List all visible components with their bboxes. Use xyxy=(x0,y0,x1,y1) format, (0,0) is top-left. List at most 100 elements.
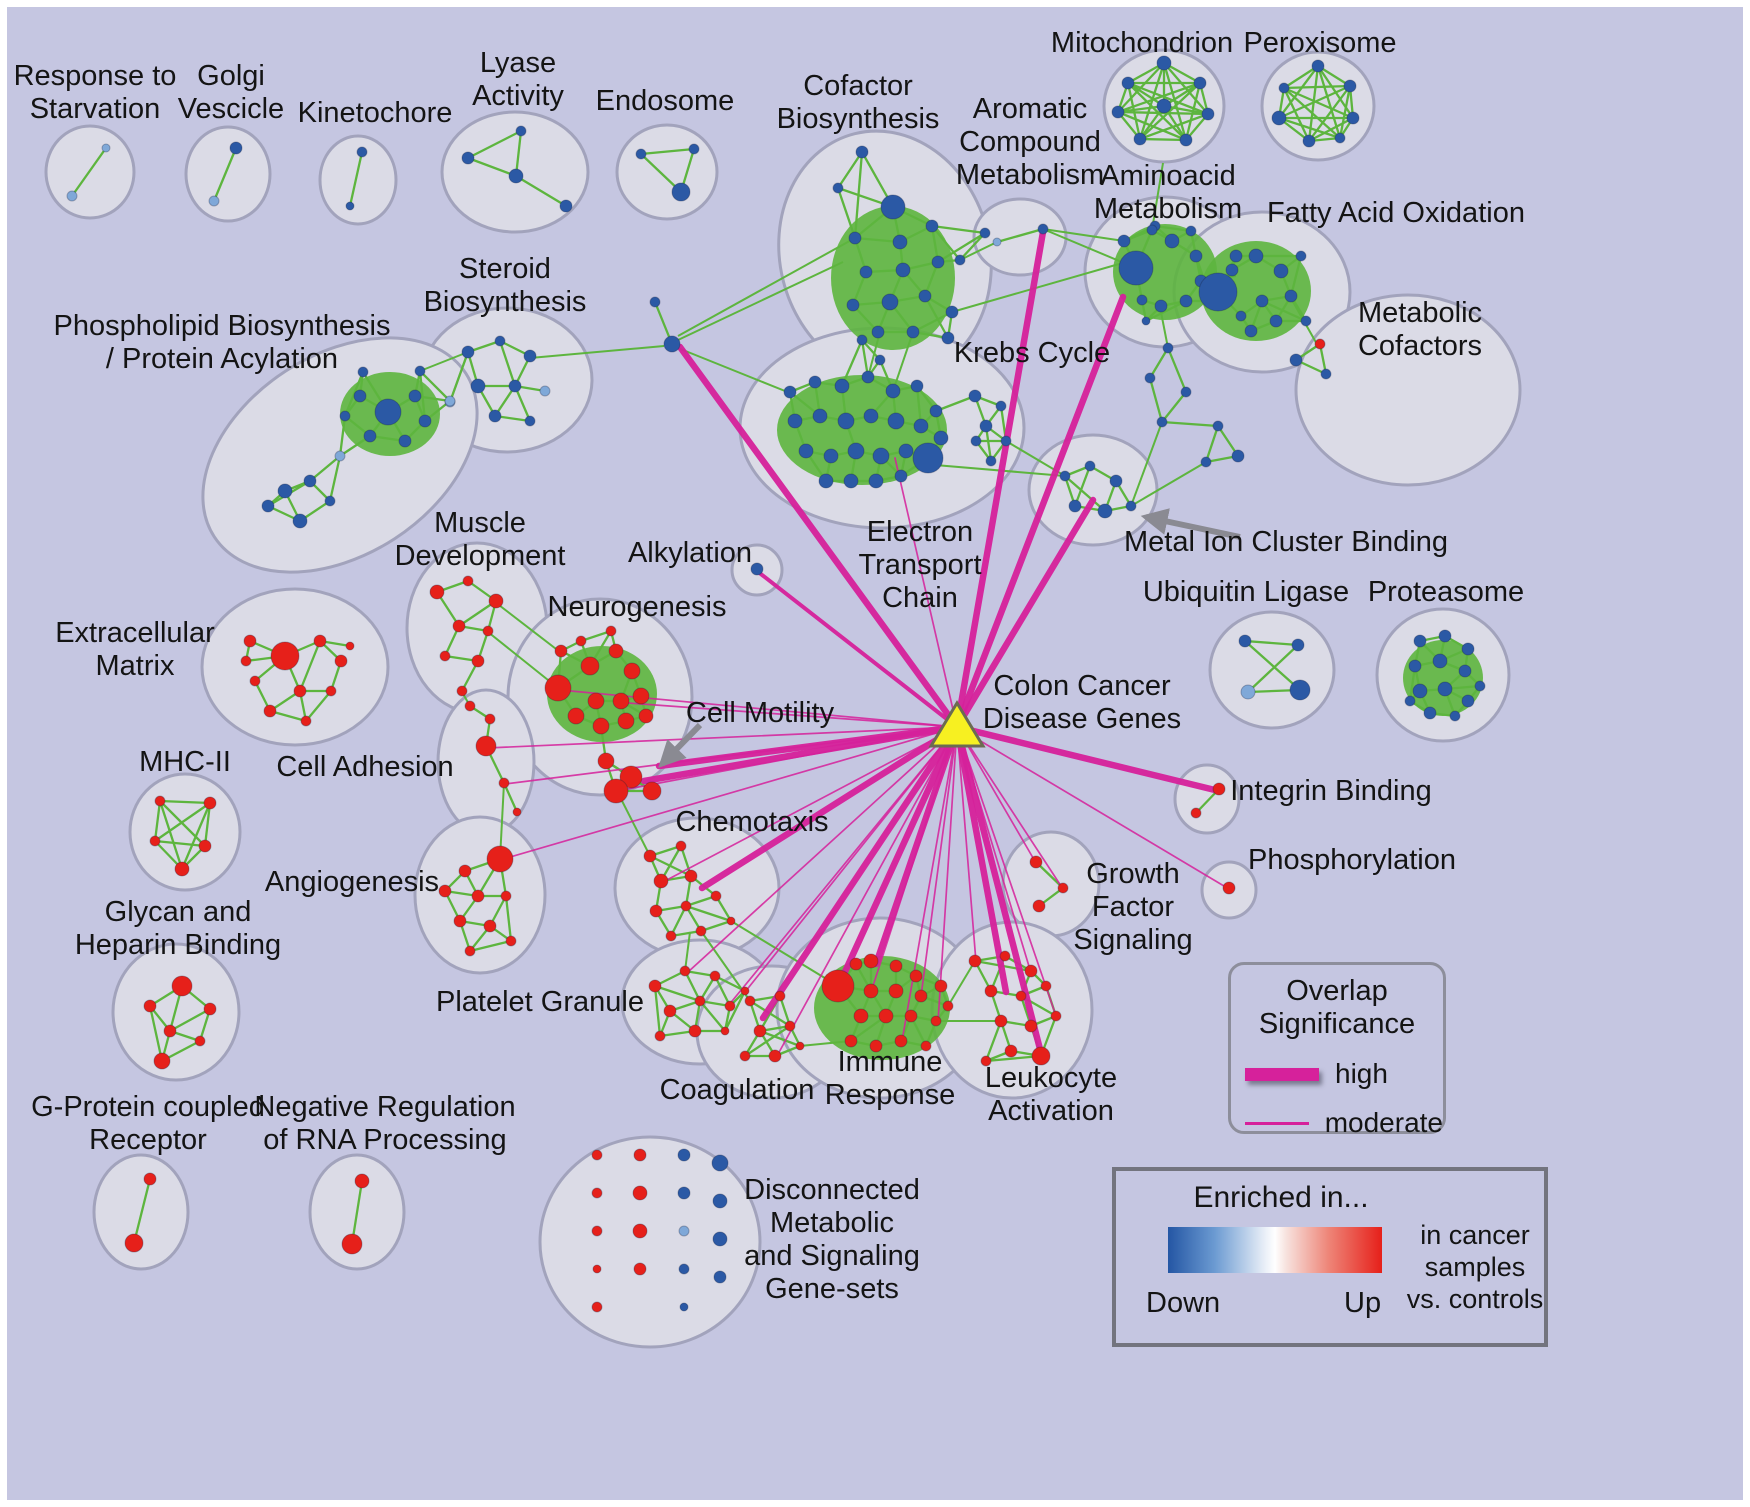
node-disconnected-gene-sets[interactable] xyxy=(591,1187,603,1199)
node-leukocyte-activation[interactable] xyxy=(1024,964,1038,978)
node-mhc-ii[interactable] xyxy=(203,796,217,810)
node-platelet-granule[interactable] xyxy=(720,1026,730,1036)
node-platelet-granule[interactable] xyxy=(724,1000,736,1012)
node-neurogenesis[interactable] xyxy=(619,765,643,789)
node-electron-transport-chain[interactable] xyxy=(847,442,865,460)
node-endosome[interactable] xyxy=(635,148,647,160)
node-leukocyte-activation[interactable] xyxy=(1015,990,1027,1002)
node-peroxisome[interactable] xyxy=(1278,82,1290,94)
node-disconnected-gene-sets[interactable] xyxy=(633,1262,647,1276)
node-immune-response[interactable] xyxy=(844,1034,858,1048)
node-disconnected-gene-sets[interactable] xyxy=(712,1193,728,1209)
node-coagulation[interactable] xyxy=(784,1020,796,1032)
node-phospholipid-biosynthesis[interactable] xyxy=(353,389,367,403)
node-leukocyte-activation[interactable] xyxy=(1004,1044,1018,1058)
node-neurogenesis[interactable] xyxy=(554,644,568,658)
node-aminoacid-metabolism[interactable] xyxy=(1164,233,1180,249)
node-angiogenesis[interactable] xyxy=(500,890,512,902)
node-proteasome[interactable] xyxy=(1458,664,1472,678)
node-mitochondrion[interactable] xyxy=(1156,55,1172,71)
node-immune-response[interactable] xyxy=(821,969,855,1003)
node-mitochondrion[interactable] xyxy=(1179,133,1193,147)
node-proteasome[interactable] xyxy=(1474,680,1486,692)
node-immune-response[interactable] xyxy=(889,959,903,973)
node-electron-transport-chain[interactable] xyxy=(783,385,797,399)
node-g-protein-coupled-receptor[interactable] xyxy=(143,1172,157,1186)
node-neurogenesis[interactable] xyxy=(567,707,585,725)
node-leukocyte-activation[interactable] xyxy=(968,954,982,968)
node-leukocyte-activation[interactable] xyxy=(994,1014,1008,1028)
node-cofactor-biosynthesis[interactable] xyxy=(832,182,844,194)
node-electron-transport-chain[interactable] xyxy=(933,430,949,446)
node-coagulation[interactable] xyxy=(753,1024,767,1038)
node-platelet-granule[interactable] xyxy=(709,970,721,982)
node-chemotaxis[interactable] xyxy=(675,840,687,852)
node-immune-response[interactable] xyxy=(849,957,863,971)
node-steroid-biosynthesis[interactable] xyxy=(508,379,522,393)
node-extracellular-matrix[interactable] xyxy=(263,704,277,718)
node-angiogenesis[interactable] xyxy=(483,919,497,933)
node-negative-regulation-rna[interactable] xyxy=(354,1173,370,1189)
node-fatty-acid-oxidation[interactable] xyxy=(1198,272,1238,312)
node-phospholipid-biosynthesis[interactable] xyxy=(277,483,293,499)
node-fatty-acid-oxidation[interactable] xyxy=(1244,324,1258,338)
node-electron-transport-chain[interactable] xyxy=(970,435,982,447)
node-glycan-heparin-binding[interactable] xyxy=(171,975,193,997)
node-proteasome[interactable] xyxy=(1437,681,1453,697)
node-neurogenesis[interactable] xyxy=(587,692,605,710)
node-extracellular-matrix[interactable] xyxy=(240,655,252,667)
node-neurogenesis[interactable] xyxy=(580,656,600,676)
node-immune-response[interactable] xyxy=(914,989,928,1003)
node-immune-response[interactable] xyxy=(894,1034,908,1048)
node-chemotaxis[interactable] xyxy=(653,873,669,889)
node-phosphorylation[interactable] xyxy=(1222,881,1236,895)
node-angiogenesis[interactable] xyxy=(453,914,467,928)
node-muscle-development[interactable] xyxy=(482,625,494,637)
node-steroid-biosynthesis[interactable] xyxy=(488,409,502,423)
node-neurogenesis[interactable] xyxy=(597,752,615,770)
node-electron-transport-chain[interactable] xyxy=(1000,435,1012,447)
node-proteasome[interactable] xyxy=(1461,694,1475,708)
node-steroid-biosynthesis[interactable] xyxy=(470,378,486,394)
node-integrin-binding[interactable] xyxy=(1212,782,1226,796)
node-immune-response[interactable] xyxy=(878,1008,894,1024)
node-metal-ion-cluster-binding[interactable] xyxy=(1059,470,1071,482)
node-phospholipid-biosynthesis[interactable] xyxy=(444,395,456,407)
node-immune-response[interactable] xyxy=(930,1015,942,1027)
colon-cancer-hub-node[interactable] xyxy=(928,700,986,748)
node-leukocyte-activation[interactable] xyxy=(980,1055,992,1067)
node-disconnected-gene-sets[interactable] xyxy=(677,1148,691,1162)
node-lyase-activity[interactable] xyxy=(515,125,527,137)
node-steroid-biosynthesis[interactable] xyxy=(494,335,506,347)
node-endosome[interactable] xyxy=(671,182,691,202)
node-fatty-acid-oxidation[interactable] xyxy=(1269,314,1283,328)
node-metal-ion-cluster-binding[interactable] xyxy=(1125,500,1137,512)
node-electron-transport-chain[interactable] xyxy=(898,443,914,459)
node-fatty-acid-oxidation[interactable] xyxy=(1284,289,1298,303)
node-chemotaxis[interactable] xyxy=(695,925,707,937)
node-immune-response[interactable] xyxy=(863,953,879,969)
node-electron-transport-chain[interactable] xyxy=(843,473,859,489)
node-immune-response[interactable] xyxy=(863,983,879,999)
node-chemotaxis[interactable] xyxy=(684,869,698,883)
node-cofactor-biosynthesis[interactable] xyxy=(855,145,869,159)
node-aminoacid-metabolism[interactable] xyxy=(1179,294,1193,308)
node-phospholipid-biosynthesis[interactable] xyxy=(414,365,426,377)
node-response-to-starvation[interactable] xyxy=(101,143,111,153)
node-mhc-ii[interactable] xyxy=(154,795,166,807)
node-electron-transport-chain[interactable] xyxy=(856,334,868,346)
node-proteasome[interactable] xyxy=(1413,634,1427,648)
node-disconnected-gene-sets[interactable] xyxy=(632,1223,648,1239)
node-electron-transport-chain[interactable] xyxy=(995,400,1007,412)
node-muscle-development[interactable] xyxy=(452,619,466,633)
node-cofactor-biosynthesis[interactable] xyxy=(906,325,920,339)
node-aminoacid-metabolism[interactable] xyxy=(1117,234,1131,248)
node-proteasome[interactable] xyxy=(1438,629,1452,643)
node-electron-transport-chain[interactable] xyxy=(894,469,908,483)
node-angiogenesis[interactable] xyxy=(486,845,514,873)
node-immune-response[interactable] xyxy=(853,1008,869,1024)
node-cofactor-biosynthesis[interactable] xyxy=(892,234,908,250)
node-steroid-biosynthesis[interactable] xyxy=(524,415,536,427)
node-coagulation[interactable] xyxy=(795,1041,805,1051)
node-leukocyte-activation[interactable] xyxy=(1050,1010,1062,1022)
